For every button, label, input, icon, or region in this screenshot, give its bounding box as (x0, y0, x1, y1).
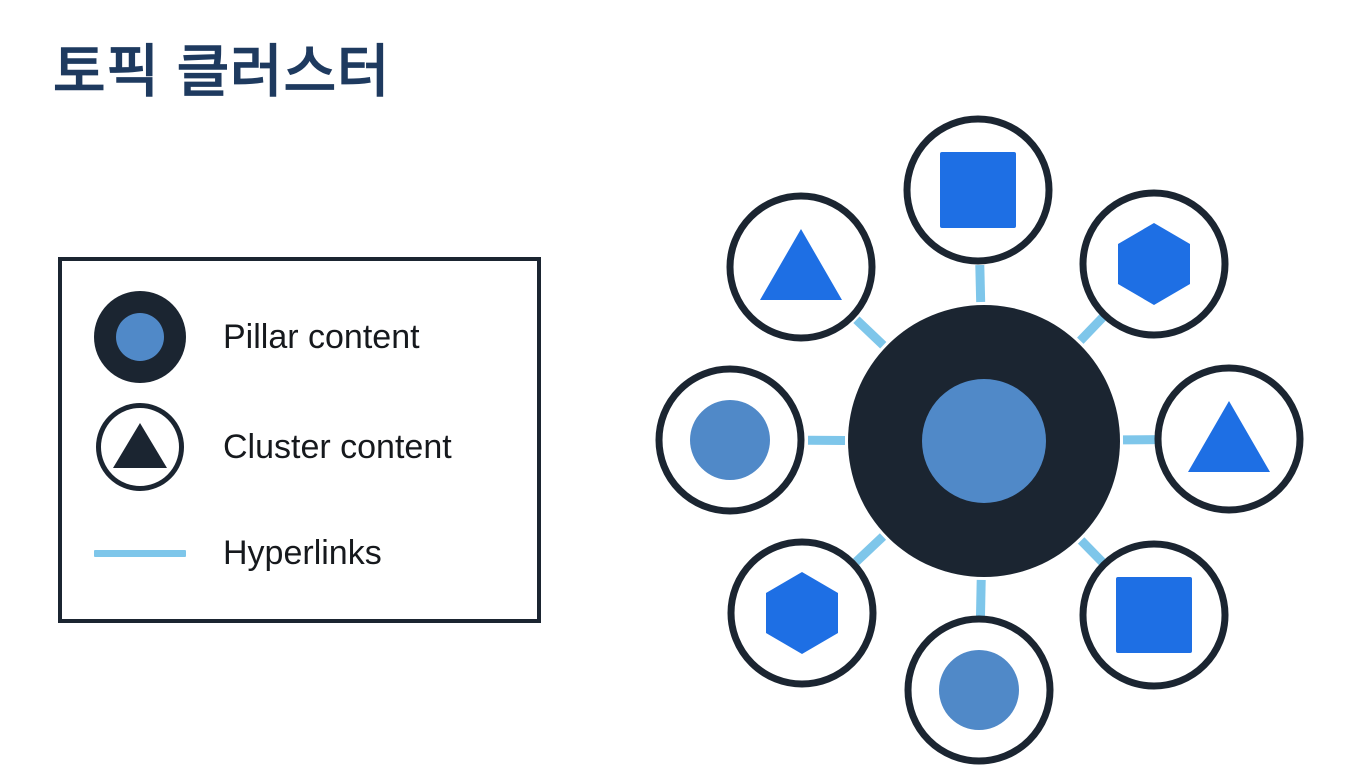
connector-line-bottom-left (852, 533, 887, 566)
pillar-inner-circle-icon (116, 313, 164, 361)
legend-item-hyperlinks: Hyperlinks (94, 533, 382, 573)
page-title: 토픽 클러스터 (53, 40, 391, 104)
connector-line-top (975, 264, 986, 303)
legend-box: Pillar content Cluster content Hyperlink… (58, 257, 541, 623)
square-icon (1116, 577, 1192, 653)
hexagon-icon (766, 572, 838, 654)
circle-icon (939, 650, 1019, 730)
hexagon-icon (1118, 223, 1190, 305)
connector-line-top-left (853, 316, 887, 349)
legend-item-pillar: Pillar content (94, 291, 420, 383)
legend-label-hyperlinks: Hyperlinks (223, 533, 382, 572)
legend-item-cluster: Cluster content (94, 403, 452, 491)
connector-line-bottom (975, 579, 986, 618)
hub-inner-circle (922, 379, 1046, 503)
pillar-content-icon (94, 291, 186, 383)
triangle-icon (760, 229, 842, 300)
triangle-icon (1188, 401, 1270, 472)
legend-label-pillar: Pillar content (223, 317, 420, 356)
topic-cluster-diagram (655, 115, 1304, 765)
triangle-icon (113, 422, 167, 468)
legend-label-cluster: Cluster content (223, 427, 452, 466)
cluster-content-icon (96, 403, 184, 491)
hyperlink-line-icon (94, 549, 186, 557)
connector-line-top-right (1077, 310, 1110, 344)
square-icon (940, 152, 1016, 228)
circle-icon (690, 400, 770, 480)
